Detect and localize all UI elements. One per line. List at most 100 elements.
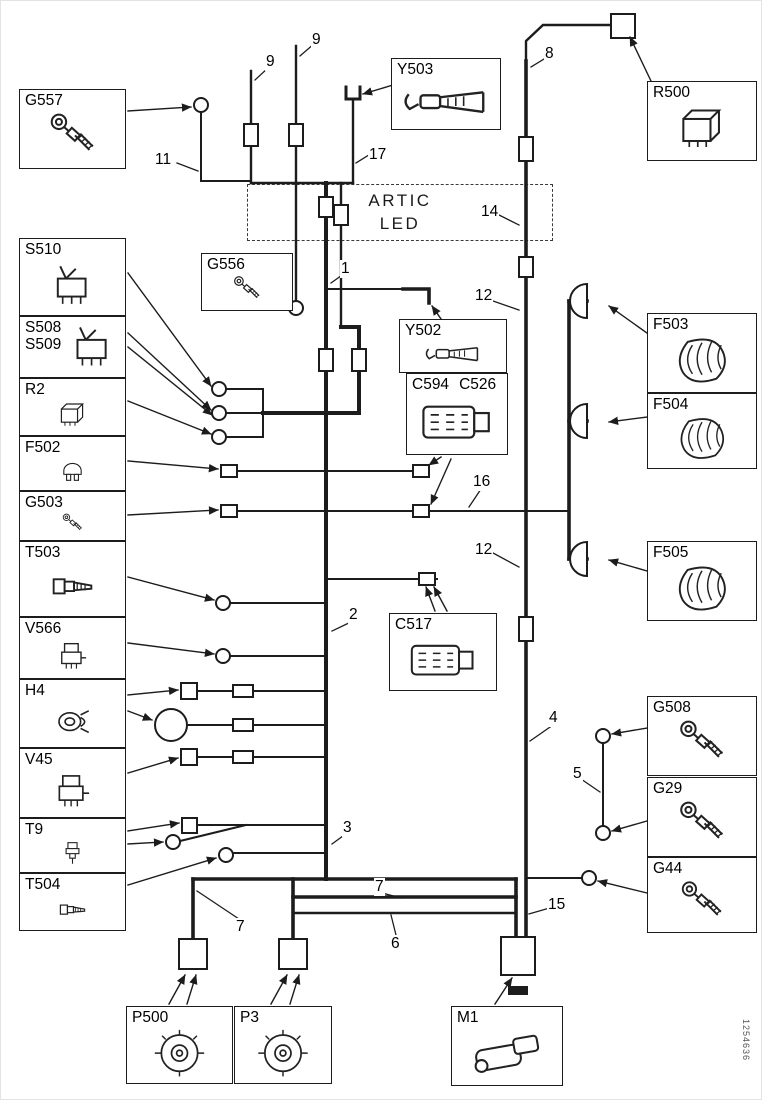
lamp-housing-icon — [653, 414, 751, 464]
component-box-y503: Y503 — [391, 58, 501, 130]
component-label-y502: Y502 — [405, 322, 442, 339]
wire-label-9a: 9 — [265, 53, 276, 71]
starter-motor-icon — [457, 1027, 557, 1081]
temp-sensor-icon — [25, 894, 120, 926]
component-box-g44: G44 — [647, 857, 757, 933]
component-box-v45: V45 — [19, 748, 126, 818]
component-label-y503: Y503 — [397, 61, 434, 78]
lamp-housing-icon — [653, 334, 751, 388]
wire-network — [127, 13, 652, 1005]
component-labels: S508 S509 — [25, 319, 62, 353]
component-box-y502: Y502 — [399, 319, 507, 373]
wire-label-1: 1 — [340, 260, 351, 278]
ground-terminal-icon — [25, 110, 120, 164]
component-box-c594-c526: C594 C526 — [406, 373, 508, 455]
wire-label-5: 5 — [572, 765, 583, 783]
bottom-bus-wires — [191, 877, 518, 941]
component-labels: C594 C526 — [412, 376, 502, 394]
ground-terminal-icon — [653, 717, 751, 771]
connector-icon — [395, 634, 491, 686]
component-label-f505: F505 — [653, 544, 689, 561]
lamp-housing-icon — [653, 562, 751, 616]
wire-label-9b: 9 — [311, 31, 322, 49]
component-box-p500: P500 — [126, 1006, 233, 1084]
toggle-switch-icon — [25, 259, 120, 311]
wire-label-12a: 12 — [474, 287, 494, 305]
component-box-t9: T9 — [19, 818, 126, 873]
ground-terminal-icon — [653, 798, 751, 852]
alternator-icon — [132, 1027, 227, 1079]
temp-sensor-icon — [25, 562, 120, 612]
component-box-m1: M1 — [451, 1006, 563, 1086]
cable-lug-icon — [405, 340, 501, 368]
wire-label-7b: 7 — [235, 918, 246, 936]
wire-label-3: 3 — [342, 819, 353, 837]
cable-lug-icon — [397, 79, 495, 125]
component-label-g503: G503 — [25, 494, 63, 511]
component-label-v566: V566 — [25, 620, 62, 637]
component-box-g557: G557 — [19, 89, 126, 169]
toggle-switch-icon — [65, 320, 120, 373]
component-label-p500: P500 — [132, 1009, 169, 1026]
component-box-t503: T503 — [19, 541, 126, 617]
component-label-r500: R500 — [653, 84, 691, 101]
wire-label-17: 17 — [368, 146, 388, 164]
component-box-v566: V566 — [19, 617, 126, 679]
component-label-p3: P3 — [240, 1009, 259, 1026]
wire-label-8: 8 — [544, 45, 555, 63]
wire-label-12b: 12 — [474, 541, 494, 559]
component-box-f503: F503 — [647, 313, 757, 393]
component-label-f504: F504 — [653, 396, 689, 413]
wire-label-14: 14 — [480, 203, 500, 221]
wire-label-4: 4 — [548, 709, 559, 727]
wire-label-11: 11 — [154, 151, 173, 169]
component-label-c517: C517 — [395, 616, 433, 633]
wire-label-6: 6 — [390, 935, 401, 953]
component-box-g508: G508 — [647, 696, 757, 776]
component-label-g44: G44 — [653, 860, 683, 877]
component-box-g556: G556 — [201, 253, 293, 311]
component-label-f503: F503 — [653, 316, 689, 333]
solenoid-valve-icon — [25, 769, 120, 813]
wire-label-15: 15 — [547, 896, 567, 914]
component-label-c526: C526 — [459, 376, 497, 393]
fuse-icon — [25, 457, 120, 486]
component-label-h4: H4 — [25, 682, 45, 699]
wire-label-16: 16 — [472, 473, 492, 491]
component-box-s510: S510 — [19, 238, 126, 316]
component-label-f502: F502 — [25, 439, 61, 456]
component-box-h4: H4 — [19, 679, 126, 748]
leader-lines — [176, 42, 601, 940]
component-box-c517: C517 — [389, 613, 497, 691]
component-label-t503: T503 — [25, 544, 61, 561]
component-box-s508-s509: S508 S509 — [19, 316, 126, 378]
component-box-p3: P3 — [234, 1006, 332, 1084]
component-label-g508: G508 — [653, 699, 691, 716]
component-label-t9: T9 — [25, 821, 44, 838]
wire-label-2: 2 — [348, 606, 359, 624]
component-box-f505: F505 — [647, 541, 757, 621]
wire-label-7a: 7 — [374, 878, 385, 896]
component-box-r2: R2 — [19, 378, 126, 436]
artic-led-label-line1: ARTIC — [368, 191, 432, 211]
component-box-g503: G503 — [19, 491, 126, 541]
component-label-s509: S509 — [25, 335, 62, 353]
horn-icon — [25, 700, 120, 743]
component-label-s510: S510 — [25, 241, 62, 258]
component-box-t504: T504 — [19, 873, 126, 931]
artic-led-dashed-box: ARTIC LED — [247, 184, 553, 241]
component-label-g29: G29 — [653, 780, 683, 797]
component-label-g557: G557 — [25, 92, 63, 109]
component-label-t504: T504 — [25, 876, 61, 893]
pressure-switch-icon — [25, 839, 120, 868]
left-branch-wires — [178, 388, 570, 854]
terminal-symbols — [154, 13, 636, 995]
component-label-v45: V45 — [25, 751, 53, 768]
component-label-m1: M1 — [457, 1009, 479, 1026]
relay-icon — [25, 399, 120, 431]
alternator-icon — [240, 1027, 326, 1079]
artic-led-label: ARTIC LED — [368, 190, 431, 234]
right-ground-wires — [525, 742, 604, 879]
ground-terminal-icon — [207, 274, 287, 306]
